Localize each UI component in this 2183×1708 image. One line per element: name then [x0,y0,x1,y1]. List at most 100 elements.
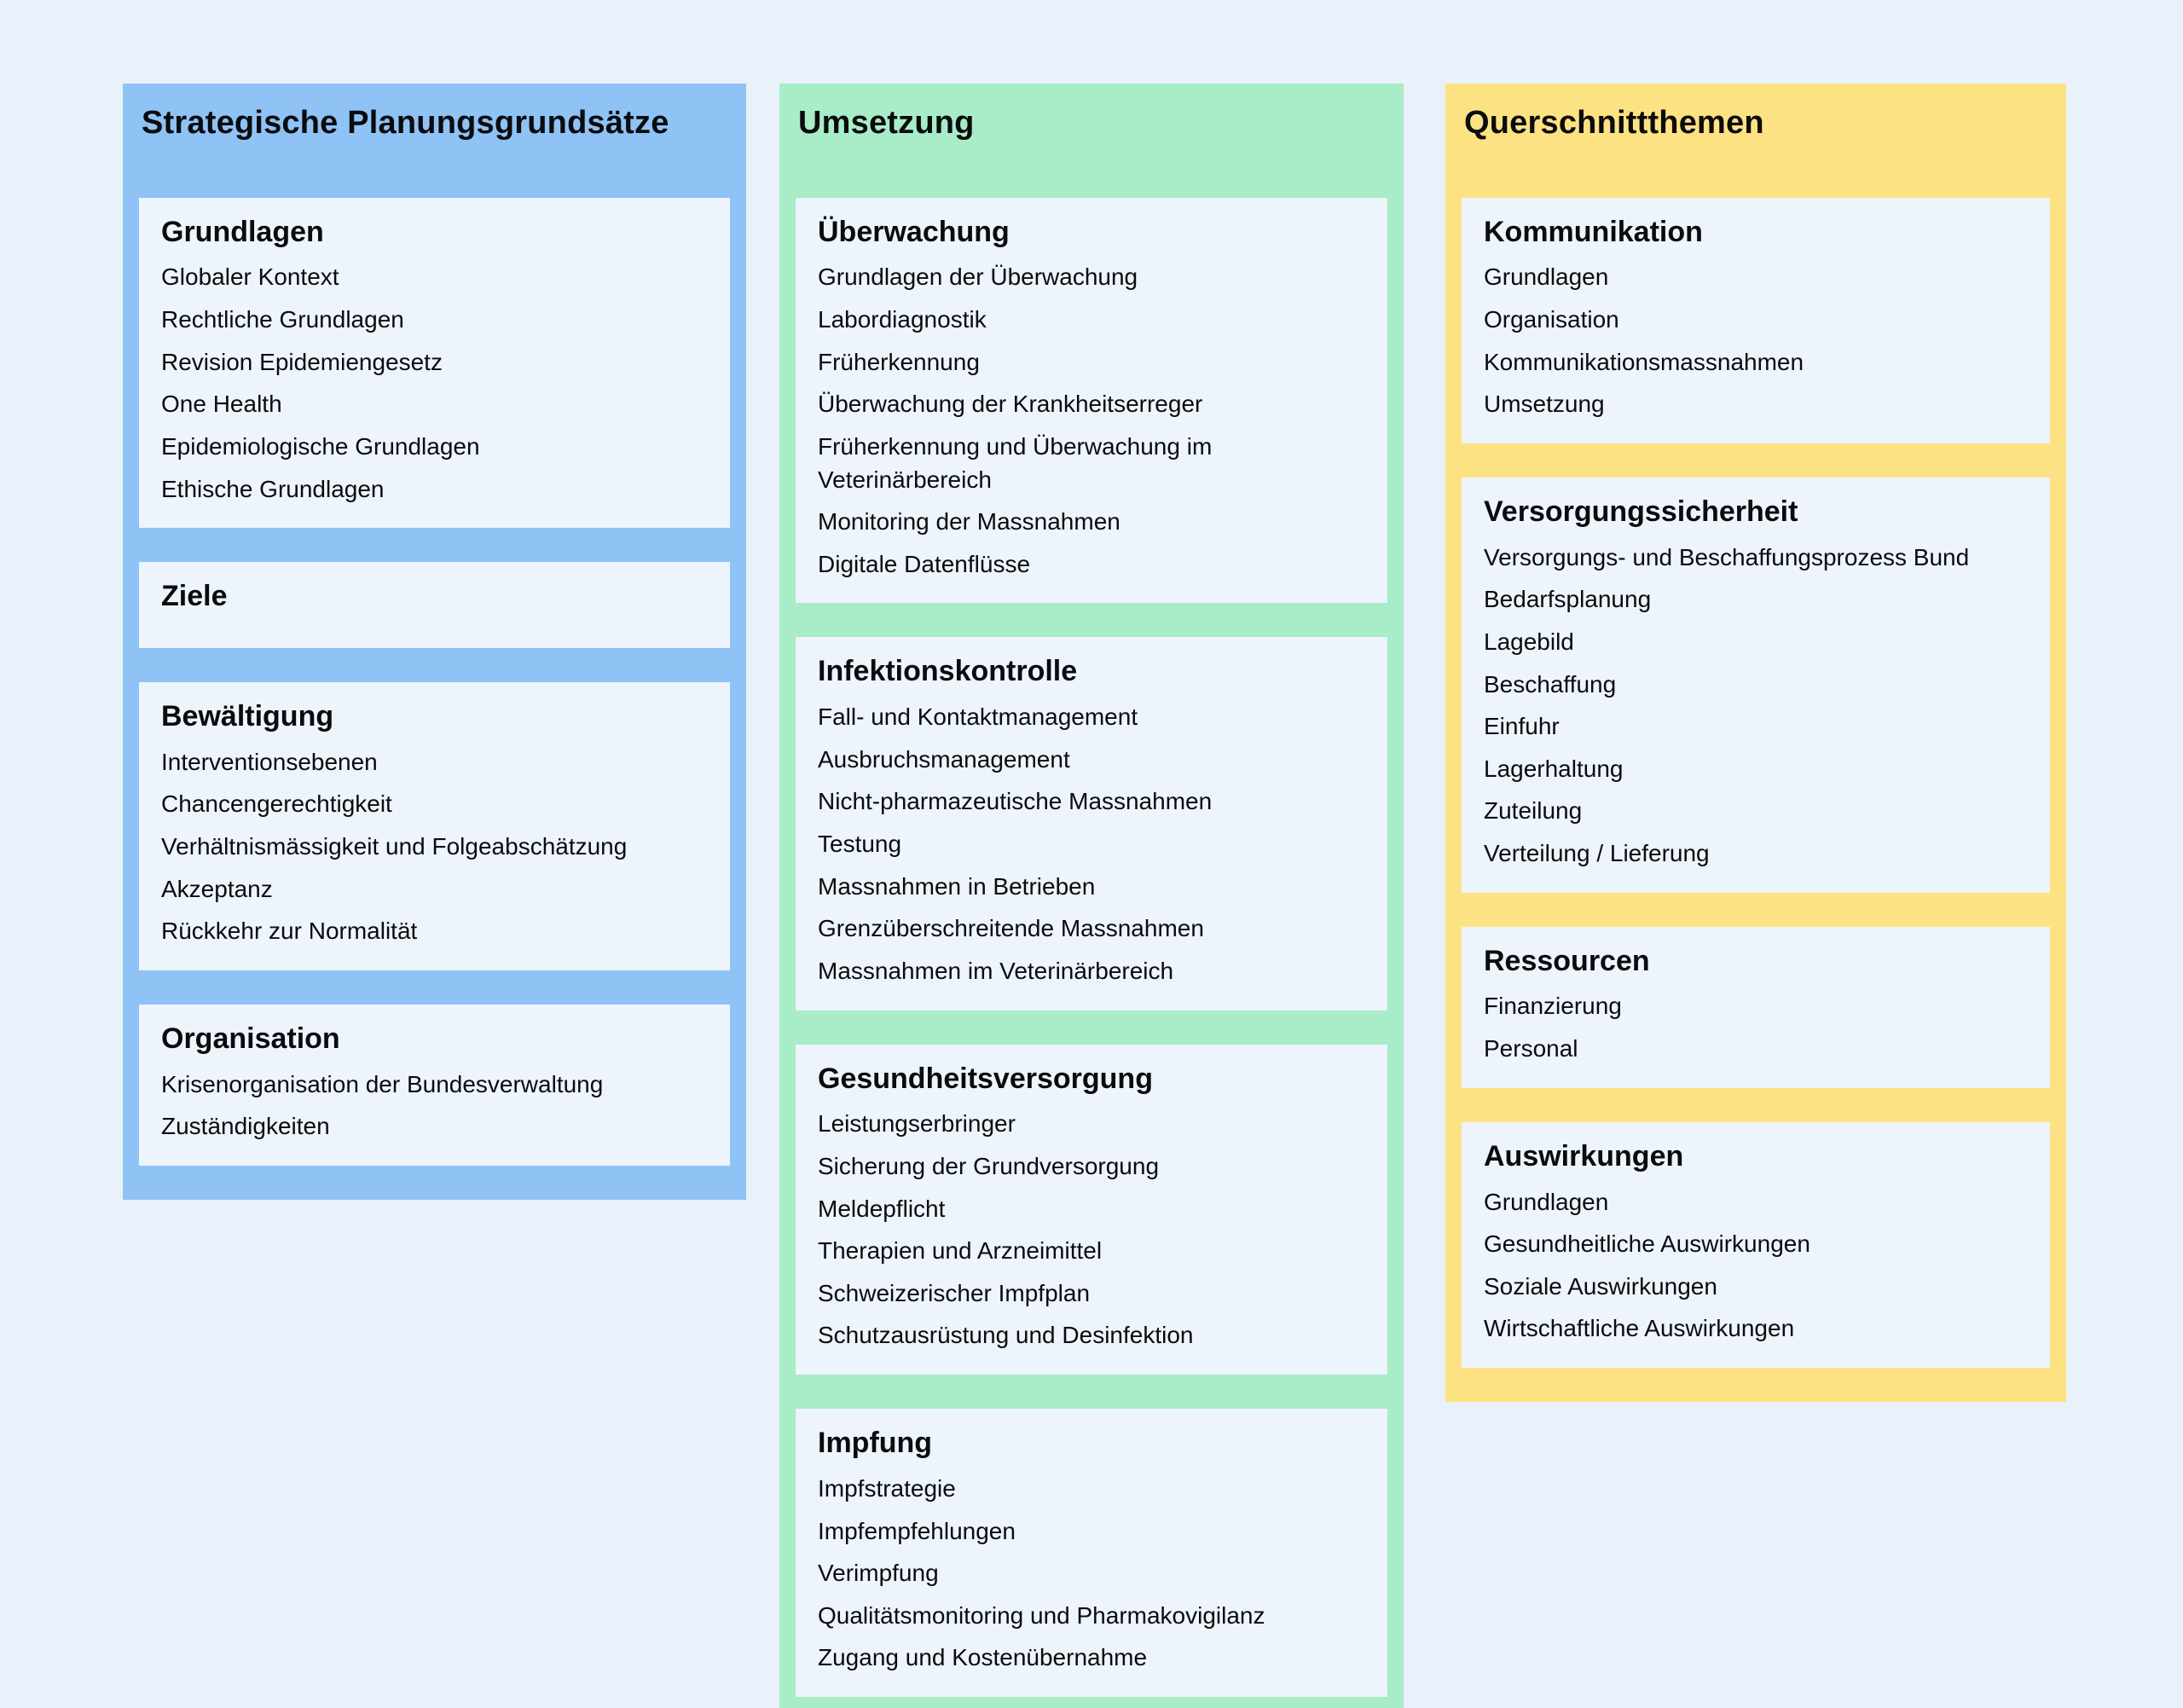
card-item: Wirtschaftliche Auswirkungen [1484,1315,1795,1342]
topic-card: Organisation Krisenorganisation der Bund… [139,1004,730,1166]
card-item: Nicht-pharmazeutische Massnahmen [818,788,1213,815]
card-item: Therapien und Arzneimittel [818,1237,1103,1265]
column-title-strategische-planungsgrundsaetze: Strategische Planungsgrundsätze [142,105,669,141]
card-heading: Bewältigung [161,699,334,732]
card-item: Bedarfsplanung [1484,586,1652,613]
card-item: Epidemiologische Grundlagen [161,432,480,460]
card-item: Zuteilung [1484,797,1583,825]
card-item: Schweizerischer Impfplan [818,1279,1091,1306]
card-item: Rechtliche Grundlagen [161,306,404,333]
card-item: Impfstrategie [818,1474,956,1502]
card-item: Verimpfung [818,1560,939,1587]
card-item: Grundlagen [1484,1188,1609,1215]
card-item: Grundlagen der Überwachung [818,263,1138,291]
topic-card: Infektionskontrolle Fall- und Kontaktman… [796,637,1387,1010]
card-item: Überwachung der Krankheitserreger [818,391,1203,418]
card-heading: Kommunikation [1484,215,1703,248]
card-heading: Gesundheitsversorgung [818,1062,1153,1095]
card-item: Soziale Auswirkungen [1484,1272,1717,1300]
card-item: Sicherung der Grundversorgung [818,1152,1160,1179]
card-item: Leistungserbringer [818,1110,1016,1138]
card-item: Massnahmen im Veterinärbereich [818,957,1174,984]
card-item: Meldepflicht [818,1195,946,1222]
column-strategische-planungsgrundsaetze: Strategische Planungsgrundsätze Grundlag… [123,84,746,1200]
card-item: Finanzierung [1484,993,1622,1020]
card-item: Kommunikationsmassnahmen [1484,348,1804,375]
card-item: Qualitätsmonitoring und Pharmakovigilanz [818,1601,1265,1629]
card-heading: Impfung [818,1427,933,1460]
card-item: Lagerhaltung [1484,755,1624,782]
card-item: Ethische Grundlagen [161,475,385,502]
card-item: Krisenorganisation der Bundesverwaltung [161,1070,604,1097]
card-item: Einfuhr [1484,713,1560,740]
topic-card: Gesundheitsversorgung Leistungserbringer… [796,1044,1387,1375]
topic-card: Ziele [139,562,730,648]
card-item: Rückkehr zur Normalität [161,918,418,945]
card-item: Beschaffung [1484,670,1617,698]
card-item: Labordiagnostik [818,306,987,333]
card-heading: Versorgungssicherheit [1484,495,1798,528]
card-heading: Ressourcen [1484,944,1650,977]
card-heading: Organisation [161,1022,340,1055]
column-umsetzung: Umsetzung Überwachung Grundlagen der Übe… [779,84,1404,1708]
card-heading: Ziele [161,580,228,613]
card-item: One Health [161,391,282,418]
card-heading: Infektionskontrolle [818,655,1078,688]
card-item: Gesundheitliche Auswirkungen [1484,1230,1810,1258]
card-item: Interventionsebenen [161,748,378,775]
card-heading: Grundlagen [161,215,324,248]
card-item: Verteilung / Lieferung [1484,840,1710,867]
card-item: Fall- und Kontaktmanagement [818,703,1138,731]
card-item: Früherkennung [818,348,980,375]
card-item: Ausbruchsmanagement [818,745,1070,773]
card-item: Grundlagen [1484,263,1609,291]
column-title-umsetzung: Umsetzung [798,105,975,141]
card-item: Revision Epidemiengesetz [161,348,443,375]
column-querschnittthemen: Querschnittthemen Kommunikation Grundlag… [1445,84,2066,1403]
card-item: Testung [818,831,902,858]
card-heading: Überwachung [818,215,1010,248]
card-item: Monitoring der Massnahmen [818,508,1120,536]
card-item: Globaler Kontext [161,263,339,291]
card-item-list: Versorgungs- und Beschaffungsprozess Bun… [1484,541,2028,871]
card-item: Impfempfehlungen [818,1517,1016,1544]
topic-card: Versorgungssicherheit Versorgungs- und B… [1462,477,2050,893]
card-item: Verhältnismässigkeit und Folgeabschätzun… [161,832,628,860]
card-item: Lagebild [1484,628,1574,655]
card-item: Digitale Datenflüsse [818,550,1031,577]
card-item: Früherkennung und Überwachung im Veterin… [818,432,1213,493]
card-item: Zuständigkeiten [161,1113,330,1140]
card-item: Schutzausrüstung und Desinfektion [818,1322,1194,1349]
card-item: Personal [1484,1035,1578,1062]
card-item: Massnahmen in Betrieben [818,872,1096,900]
column-title-querschnittthemen: Querschnittthemen [1464,105,1764,141]
card-item: Chancengerechtigkeit [161,790,392,818]
card-item: Organisation [1484,306,1619,333]
card-item: Umsetzung [1484,391,1605,418]
card-item: Zugang und Kostenübernahme [818,1644,1148,1671]
card-item: Grenzüberschreitende Massnahmen [818,915,1204,942]
card-heading: Auswirkungen [1484,1139,1684,1172]
card-item: Akzeptanz [161,875,273,902]
